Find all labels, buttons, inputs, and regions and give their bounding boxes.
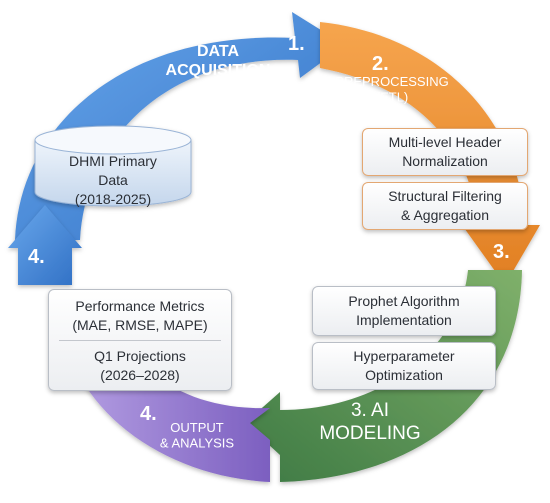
modeling-step-2: Hyperparameter Optimization bbox=[312, 342, 496, 390]
database-icon bbox=[34, 125, 192, 207]
output-divider bbox=[59, 340, 221, 341]
source-data-label: DHMI Primary Data (2018-2025) bbox=[69, 152, 157, 207]
return-arrow-number: 4. bbox=[28, 246, 45, 268]
stage-4-title: OUTPUT& ANALYSIS bbox=[160, 420, 235, 451]
output-performance-metrics: Performance Metrics (MAE, RMSE, MAPE) bbox=[72, 298, 208, 333]
preprocessing-step-1: Multi-level Header Normalization bbox=[362, 128, 528, 176]
stage-2-number: 2. bbox=[372, 53, 389, 75]
arrow-return-left bbox=[8, 205, 82, 285]
stage-3-number: 3. bbox=[493, 241, 510, 263]
modeling-step-1: Prophet Algorithm Implementation bbox=[312, 286, 496, 336]
output-q1-projections: Q1 Projections (2026–2028) bbox=[94, 348, 186, 383]
stage-4-number: 4. bbox=[140, 403, 157, 425]
output-panel: Performance Metrics (MAE, RMSE, MAPE) Q1… bbox=[48, 289, 232, 391]
preprocessing-step-2: Structural Filtering & Aggregation bbox=[362, 182, 528, 230]
stage-1-number: 1. bbox=[288, 33, 305, 55]
stage-2-title: PREPROCESSING(ETL) bbox=[335, 74, 448, 105]
